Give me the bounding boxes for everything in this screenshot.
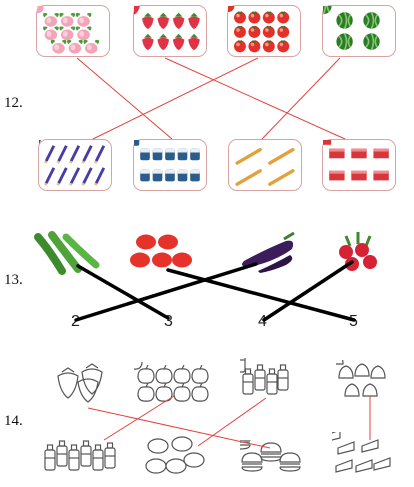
bottle-outline-icon[interactable] xyxy=(240,358,290,398)
strawberry-outline-icon[interactable] xyxy=(52,362,114,404)
radish-icon[interactable] xyxy=(332,230,384,274)
tomato-group-icon xyxy=(228,6,290,54)
watermelon-group-icon xyxy=(323,6,381,51)
potato-outline-icon[interactable] xyxy=(144,434,206,478)
match-line-strawberry-box xyxy=(164,57,346,140)
number-4: 4 xyxy=(258,313,267,330)
cake-outline-icon[interactable] xyxy=(336,360,392,400)
pencil-card[interactable] xyxy=(38,139,112,191)
battery-group-icon xyxy=(134,140,200,182)
strawberry-card[interactable] xyxy=(133,5,207,57)
green-bean-icon[interactable] xyxy=(34,231,104,276)
match-line-strawberry-burger xyxy=(87,407,271,449)
number-3: 3 xyxy=(164,313,173,330)
stick-card[interactable] xyxy=(228,139,302,191)
match-line-apple-bottles xyxy=(103,395,175,441)
box-group-icon xyxy=(323,140,389,181)
strawberry-group-icon xyxy=(134,6,200,51)
question-13-label: 13. xyxy=(4,272,23,288)
tomato-card[interactable] xyxy=(227,5,301,57)
watermelon-card[interactable] xyxy=(322,5,396,57)
match-line-bottle-potato xyxy=(197,397,267,447)
question-14-label: 14. xyxy=(4,413,23,429)
cake-slice-outline-icon[interactable] xyxy=(332,432,394,476)
battery-card[interactable] xyxy=(133,139,207,191)
eggplant-icon[interactable] xyxy=(236,231,298,273)
tomato-icon[interactable] xyxy=(128,232,194,272)
match-line-tomato-pencil xyxy=(92,57,259,140)
stick-group-icon xyxy=(235,147,295,186)
burger-outline-icon[interactable] xyxy=(240,440,302,474)
match-line-watermelon-stick xyxy=(261,57,341,140)
match-line-peach-battery xyxy=(76,57,173,140)
match-line-radish-4 xyxy=(262,260,354,322)
match-line-eggplant-2 xyxy=(74,262,258,322)
question-12-label: 12. xyxy=(4,95,23,111)
box-card[interactable] xyxy=(322,139,396,191)
peach-card[interactable] xyxy=(36,5,110,57)
peach-group-icon xyxy=(37,6,100,55)
match-line-tomato-5 xyxy=(166,268,356,322)
match-line-bean-3 xyxy=(76,264,170,320)
